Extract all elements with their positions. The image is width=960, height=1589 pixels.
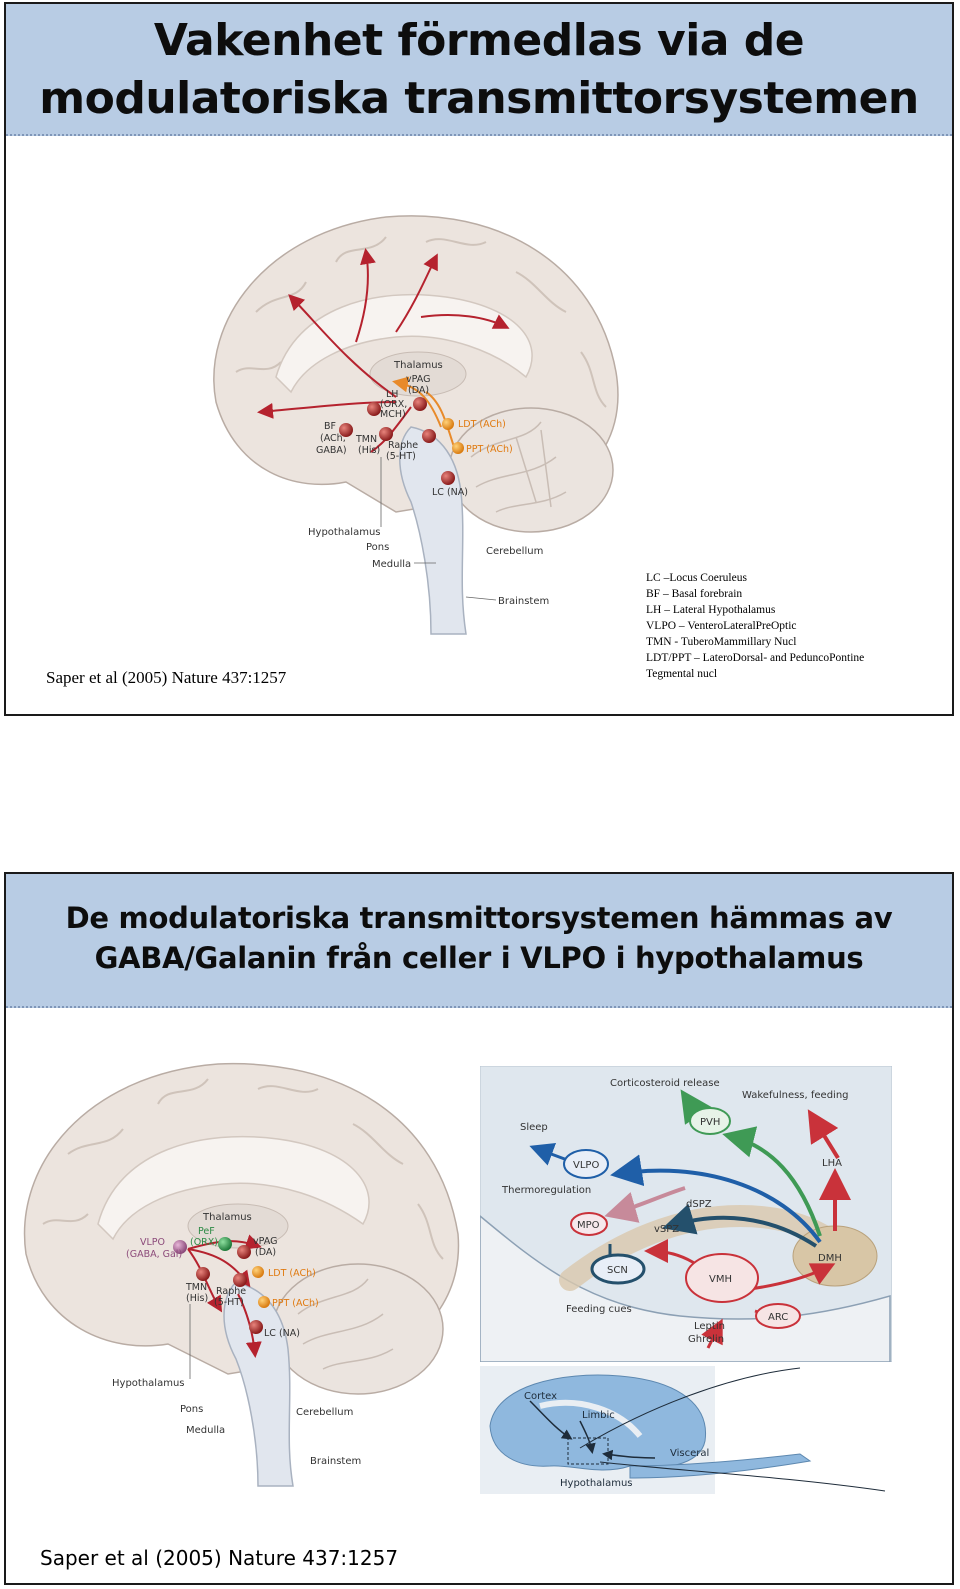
- legend-item: LC –Locus Coeruleus: [646, 572, 747, 584]
- brainstem-label-2: Brainstem: [310, 1456, 361, 1467]
- vlpo-label-2: VLPO: [140, 1237, 165, 1248]
- legend-item: BF – Basal forebrain: [646, 588, 743, 600]
- arc-label: ARC: [768, 1312, 788, 1323]
- inset-brain-diagram: Cortex Limbic Visceral Hypothalamus: [480, 1366, 892, 1494]
- thalamus-label-2: Thalamus: [202, 1212, 252, 1223]
- cerebellum-label: Cerebellum: [486, 546, 543, 557]
- cortex-label: Cortex: [524, 1391, 557, 1402]
- gaba-gal-label: (GABA, Gal): [126, 1249, 182, 1260]
- slide-1-citation: Saper et al (2005) Nature 437:1257: [46, 668, 287, 687]
- pvh-label: PVH: [700, 1117, 720, 1128]
- ldt-label: LDT (ACh): [458, 419, 506, 430]
- legend-item: VLPO – VenteroLateralPreOptic: [646, 620, 797, 632]
- hypothalamus-circuit-diagram: Corticosteroid release Wakefulness, feed…: [480, 1066, 892, 1362]
- bf-label: BF: [324, 421, 336, 432]
- limbic-label: Limbic: [582, 1410, 615, 1421]
- raphe-label: Raphe: [388, 440, 418, 451]
- his-label: (His): [358, 445, 380, 456]
- lc-label: LC (NA): [432, 487, 468, 498]
- da-label-2: (DA): [255, 1247, 276, 1258]
- his-label-2: (His): [186, 1293, 208, 1304]
- tmn-label-2: TMN: [185, 1282, 207, 1293]
- thalamus-label: Thalamus: [393, 360, 443, 371]
- 5ht-label: (5-HT): [386, 451, 416, 462]
- slide-1: Vakenhet förmedlas via de modulatoriska …: [4, 2, 954, 716]
- sleep-label: Sleep: [520, 1122, 548, 1133]
- leptin-label: Leptin: [694, 1321, 725, 1332]
- vspz-label: vSPZ: [654, 1224, 679, 1235]
- mch-label: MCH): [380, 409, 406, 420]
- ppt-label-2: PPT (ACh): [272, 1298, 319, 1309]
- slide-2-title-line-1: De modulatoriska transmittorsystemen häm…: [65, 901, 893, 935]
- dmh-label: DMH: [818, 1253, 842, 1264]
- pons-label: Pons: [366, 542, 389, 553]
- slide-2-title: De modulatoriska transmittorsystemen häm…: [6, 874, 952, 1008]
- legend-item: TMN - TuberoMammillary Nucl: [646, 636, 797, 648]
- gaba-label: GABA): [316, 445, 347, 456]
- slide-2: De modulatoriska transmittorsystemen häm…: [4, 872, 954, 1585]
- vpag-label-2: vPAG: [253, 1236, 277, 1247]
- ldt-label-2: LDT (ACh): [268, 1268, 316, 1279]
- medulla-label: Medulla: [372, 559, 411, 570]
- thermoregulation-label: Thermoregulation: [501, 1185, 591, 1196]
- hypothalamus-inset-label: Hypothalamus: [560, 1478, 633, 1489]
- legend-item: LH – Lateral Hypothalamus: [646, 604, 776, 616]
- corticosteroid-label: Corticosteroid release: [610, 1078, 720, 1089]
- hypothalamus-label-2: Hypothalamus: [112, 1378, 185, 1389]
- feeding-cues-label: Feeding cues: [566, 1304, 632, 1315]
- tmn-label: TMN: [355, 434, 377, 445]
- da-label: (DA): [408, 385, 429, 396]
- slide-2-citation: Saper et al (2005) Nature 437:1257: [40, 1546, 399, 1570]
- slide-1-title-line-1: Vakenhet förmedlas via de: [153, 15, 805, 66]
- ach-label: (ACh,: [320, 433, 346, 444]
- slide-2-title-line-2: GABA/Galanin från celler i VLPO i hypoth…: [94, 941, 864, 975]
- raphe-label-2: Raphe: [216, 1286, 246, 1297]
- vlpo-node-label: VLPO: [573, 1160, 599, 1171]
- vmh-label: VMH: [709, 1274, 732, 1285]
- brain-figure-1: Thalamus vPAG (DA) LH (ORX, MCH) BF (ACh…: [213, 215, 619, 635]
- slide-1-title-line-2: modulatoriska transmittorsystemen: [39, 73, 919, 124]
- lha-label: LHA: [822, 1158, 842, 1169]
- visceral-label: Visceral: [670, 1448, 709, 1459]
- hypothalamus-label: Hypothalamus: [308, 527, 381, 538]
- legend-item: Tegmental nucl: [646, 668, 718, 680]
- ppt-label: PPT (ACh): [466, 444, 513, 455]
- ghrelin-label: Ghrelin: [688, 1334, 724, 1345]
- wakefulness-label: Wakefulness, feeding: [742, 1090, 849, 1101]
- pons-label-2: Pons: [180, 1404, 203, 1415]
- orx-label: (ORX,: [380, 399, 407, 410]
- mpo-label: MPO: [577, 1220, 600, 1231]
- brain-figure-2: Thalamus PeF (ORX) vPAG (DA) VLPO (GABA,…: [23, 1062, 460, 1487]
- vpag-label: vPAG: [406, 374, 430, 385]
- slide-1-title: Vakenhet förmedlas via de modulatoriska …: [6, 4, 952, 136]
- cerebellum-label-2: Cerebellum: [296, 1407, 353, 1418]
- lc-label-2: LC (NA): [264, 1328, 300, 1339]
- pef-label: PeF: [198, 1226, 215, 1237]
- dspz-label: dSPZ: [686, 1199, 712, 1210]
- lh-label: LH: [386, 389, 398, 400]
- legend-item: LDT/PPT – LateroDorsal- and PeduncoPonti…: [646, 652, 865, 664]
- 5ht-label-2: (5-HT): [214, 1297, 244, 1308]
- orx-label-2: (ORX): [190, 1237, 218, 1248]
- abbreviation-legend: LC –Locus Coeruleus BF – Basal forebrain…: [646, 570, 864, 682]
- scn-label: SCN: [607, 1265, 628, 1276]
- medulla-label-2: Medulla: [186, 1425, 225, 1436]
- brainstem-label: Brainstem: [498, 596, 549, 607]
